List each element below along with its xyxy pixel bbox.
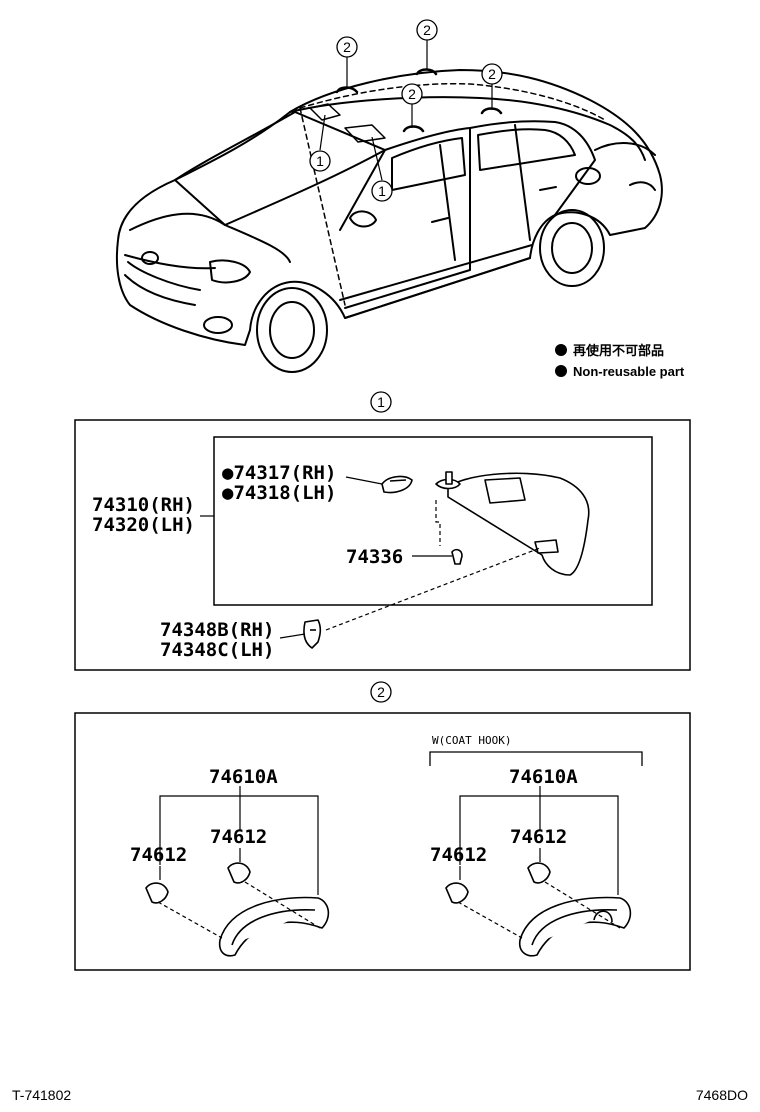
callout-2-c: 2	[401, 83, 423, 105]
part-74612-left-b-label: 74612	[210, 826, 267, 848]
part-74610a-right-label: 74610A	[509, 766, 578, 788]
footer-left-code: T-741802	[12, 1087, 71, 1103]
assist-grip-left-drawing	[145, 862, 330, 957]
part-74612-right-a-label: 74612	[430, 844, 487, 866]
part-74610a-left-label: 74610A	[209, 766, 278, 788]
svg-text:1: 1	[316, 153, 324, 169]
car-callout-leaders	[319, 40, 493, 181]
part-74348b-label: 74348B(RH)	[160, 619, 274, 641]
section-1-frame	[74, 419, 691, 671]
part-74348c-label: 74348C(LH)	[160, 639, 274, 661]
callout-2-a: 2	[336, 36, 358, 58]
non-reusable-bullet-icon	[555, 365, 567, 377]
svg-text:2: 2	[343, 39, 351, 55]
legend-japanese: 再使用不可部品	[573, 343, 664, 358]
callout-2-b: 2	[416, 19, 438, 41]
part-74320-label: 74320(LH)	[92, 514, 195, 536]
part-74612-right-b-label: 74612	[510, 826, 567, 848]
assist-grip-right-drawing	[445, 862, 632, 957]
part-74612-left-a-label: 74612	[130, 844, 187, 866]
sun-visor-drawing	[303, 471, 590, 649]
part-74317-label: ●74317(RH)	[222, 462, 336, 484]
svg-text:2: 2	[408, 86, 416, 102]
part-74310-label: 74310(RH)	[92, 494, 195, 516]
svg-text:2: 2	[488, 66, 496, 82]
section-2-frame	[74, 712, 691, 971]
callout-1-a: 1	[309, 150, 331, 172]
non-reusable-bullet-icon	[555, 344, 567, 356]
section-1-callout: 1	[370, 391, 392, 413]
svg-text:2: 2	[423, 22, 431, 38]
part-74318-label: ●74318(LH)	[222, 482, 336, 504]
assist-grip-right-leaders	[457, 786, 621, 939]
legend: 再使用不可部品 Non-reusable part	[555, 343, 685, 379]
sun-visor-assy-frame	[213, 436, 653, 606]
legend-english: Non-reusable part	[573, 364, 685, 379]
variant-bracket	[429, 751, 643, 766]
svg-text:2: 2	[377, 684, 385, 700]
car-illustration	[115, 68, 663, 373]
svg-text:1: 1	[378, 183, 386, 199]
footer-right-code: 7468DO	[696, 1087, 748, 1103]
assist-grip-left-leaders	[157, 786, 321, 939]
section-2-callout: 2	[370, 681, 392, 703]
variant-label: W(COAT HOOK)	[432, 734, 511, 747]
part-74336-label: 74336	[346, 546, 403, 568]
svg-text:1: 1	[377, 394, 385, 410]
callout-2-d: 2	[481, 63, 503, 85]
callout-1-b: 1	[371, 180, 393, 202]
section-1-leaders	[200, 476, 541, 639]
